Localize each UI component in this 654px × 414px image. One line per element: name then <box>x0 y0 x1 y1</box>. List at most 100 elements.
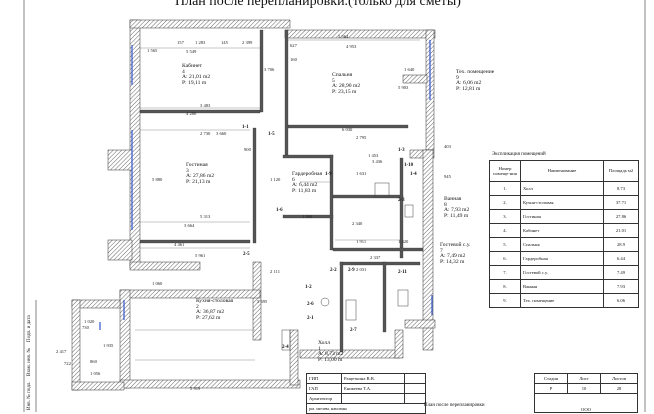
room-number: 9 <box>456 74 459 81</box>
cell: 5. <box>489 237 521 252</box>
room-name: Гардеробная <box>292 171 323 177</box>
cell: 4. <box>489 223 521 238</box>
person-cell <box>341 393 405 404</box>
dimension-text: 1 631 <box>356 171 367 176</box>
room-label-hall: Холл 1 A: 8,73 m2 P: 13,00 m <box>318 340 343 363</box>
dimension-text: 1 420 <box>398 239 409 244</box>
dimension-text: 722 <box>64 361 71 366</box>
sheet-value: 10 <box>567 383 601 394</box>
cell: 7. <box>489 265 521 280</box>
dimension-text: 5 313 <box>200 214 211 219</box>
dimension-text: 1 911 <box>356 239 367 244</box>
wall-tag: 1-9 <box>325 172 332 177</box>
room-number: 5 <box>332 77 335 84</box>
room-area: A: 6,44 m2 <box>292 182 318 189</box>
cell: 21.01 <box>603 223 639 238</box>
dimension-text: 3 436 <box>372 159 383 164</box>
dimension-text: 3 660 <box>216 131 227 136</box>
drawing-name: План после перепланировки <box>424 403 485 408</box>
dimension-text: 145 <box>221 40 228 45</box>
room-number: 6 <box>292 176 295 183</box>
dimension-text: 2 031 <box>356 267 367 272</box>
dimension-lines <box>135 39 420 361</box>
dimension-text: 2 111 <box>270 269 280 274</box>
cell: 37.71 <box>603 195 639 210</box>
room-name: Холл <box>318 340 330 346</box>
dimension-text: 2 730 <box>200 131 211 136</box>
wall-tag: 1-4 <box>410 172 417 177</box>
extra-cell: раз. хмелева, коваленко <box>306 403 426 414</box>
room-name: Спальня <box>332 72 353 78</box>
dimension-text: 4 953 <box>346 44 357 49</box>
dimension-text: 4 280 <box>186 111 197 116</box>
cell: 3. <box>489 209 521 224</box>
sheets-value: 28 <box>600 383 638 394</box>
dimension-text: 5 695 <box>257 299 268 304</box>
room-label-tech: Тех. помещение 9 A: 6,06 m2 P: 12,81 m <box>456 69 494 92</box>
wall-tag: 2-4 <box>282 345 289 350</box>
header-cell: Площадь м2 <box>603 160 639 182</box>
dimension-text: 1 060 <box>152 281 163 286</box>
table-header-row: Номер помеще-ния Наименование Площадь м2 <box>489 160 639 182</box>
cell: Спальня <box>520 237 604 252</box>
dimension-text: 2 337 <box>370 255 381 260</box>
room-area: A: 28,90 m2 <box>332 83 361 90</box>
title-block-stage: Стадия Лист Листов Р 10 28 ООО <box>534 373 638 413</box>
cell: 2. <box>489 195 521 210</box>
room-label-wardrobe: Гардеробная 6 A: 6,44 m2 P: 11,83 m <box>292 171 323 194</box>
dimension-text: 5 880 <box>152 177 163 182</box>
room-label-bathroom: Ванная 8 A: 7,93 m2 P: 11,49 m <box>444 196 469 219</box>
stamp-label: Взам. инв. № <box>27 347 32 376</box>
room-area: A: 36,87 m2 <box>196 309 225 316</box>
room-label-office: Кабинет 4 A: 21,01 m2 P: 19,11 m <box>182 63 211 86</box>
dimension-text: 2 399 <box>242 40 253 45</box>
room-number: 1 <box>318 345 321 352</box>
dimension-text: 403 <box>444 144 451 149</box>
cell: 1. <box>489 181 521 196</box>
room-label-living: Гостиная 3 A: 27,86 m2 P: 21,13 m <box>186 162 215 185</box>
role-cell: ГАП <box>306 383 342 394</box>
room-perimeter: P: 21,13 m <box>186 178 211 185</box>
dimension-text: 1 984 <box>302 214 313 219</box>
wall-tag: 2-3 <box>398 198 405 203</box>
dimension-text: 1 020 <box>84 319 95 324</box>
cell: Кабинет <box>520 223 604 238</box>
room-number: 7 <box>440 247 443 254</box>
room-name: Гостевой с.у. <box>440 242 471 248</box>
wall-tag: 2-2 <box>330 268 337 273</box>
cell: Гостиная <box>520 209 604 224</box>
org-cell: ООО <box>534 393 638 413</box>
room-label-guest-wc: Гостевой с.у. 7 A: 7,49 m2 P: 14,32 m <box>440 242 471 265</box>
room-number: 3 <box>186 167 189 174</box>
room-area: A: 27,86 m2 <box>186 173 215 180</box>
sheet-header: Лист <box>567 373 601 384</box>
dimension-text: 1 640 <box>404 67 415 72</box>
dimension-text: 1 565 <box>147 48 158 53</box>
room-perimeter: P: 19,11 m <box>182 79 207 86</box>
cell: 6.06 <box>603 293 639 308</box>
drawing-title: План после перепланировки.(только для см… <box>175 0 461 9</box>
header-cell: Номер помеще-ния <box>489 160 521 182</box>
room-perimeter: P: 27,62 m <box>196 314 221 321</box>
dimension-text: 157 <box>177 40 184 45</box>
room-number: 4 <box>182 68 185 75</box>
dimension-text: 5 919 <box>190 386 201 391</box>
room-perimeter: P: 11,49 m <box>444 212 469 219</box>
dimension-text: 6 030 <box>342 127 353 132</box>
header-cell: Наименование <box>520 160 604 182</box>
cell: 7.49 <box>603 265 639 280</box>
cell: Гостевой с.у. <box>520 265 604 280</box>
wall-tag: 1-1 <box>242 125 249 130</box>
dimension-text: 1 120 <box>270 177 281 182</box>
stage-value: Р <box>534 383 568 394</box>
room-area: A: 21,01 m2 <box>182 74 211 81</box>
room-number: 2 <box>196 303 199 310</box>
